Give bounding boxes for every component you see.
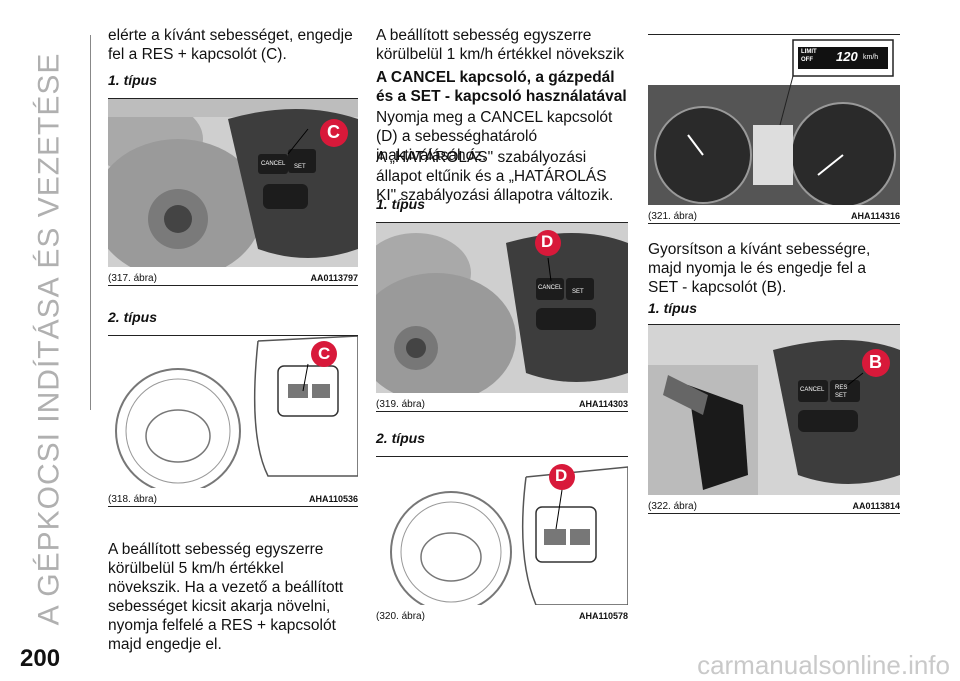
cancel-label: CANCEL: [800, 387, 825, 393]
figure-318: C (318. ábra) AHA110536: [108, 335, 358, 507]
set-label: SET: [294, 164, 306, 170]
figure-321: LIMIT OFF 120 km/h (321. ábra) AHA114316: [648, 34, 900, 224]
paragraph: Nyomja meg a CANCEL kapcsolót (D) a sebe…: [376, 109, 613, 164]
off-label: OFF: [801, 57, 813, 63]
type-heading: 2. típus: [376, 430, 426, 446]
figure-319: D CANCEL SET (319. ábra) AHA114303: [376, 222, 628, 412]
figure-label: (318. ábra): [108, 493, 157, 505]
paragraph: A beállított sebesség egyszerre körülbel…: [376, 27, 625, 63]
type-heading: 2. típus: [108, 309, 158, 325]
page-number: 200: [20, 645, 61, 672]
callout-d: D: [555, 466, 568, 485]
paragraph: A „HATÁROLÁS" szabályozási állapot eltűn…: [376, 149, 614, 204]
set-speed-value: 120: [836, 49, 858, 64]
figure-label: (321. ábra): [648, 210, 697, 222]
steering-wheel-drawing: C: [108, 336, 358, 488]
paragraph: Gyorsítson a kívánt sebességre, majd nyo…: [648, 241, 871, 296]
section-title-text: A GÉPKOCSI INDÍTÁSA ÉS VEZETÉSE: [32, 52, 65, 626]
steering-wheel-drawing: D: [376, 457, 628, 605]
type-heading: 1. típus: [108, 72, 158, 88]
figure-label: (322. ábra): [648, 500, 697, 512]
figure-code: AHA110578: [578, 611, 628, 621]
sidebar-divider: [90, 35, 91, 410]
figure-code: AA0113814: [852, 501, 900, 511]
cancel-label: CANCEL: [261, 161, 286, 167]
type-heading: 1. típus: [376, 196, 426, 212]
instrument-cluster-photo: LIMIT OFF 120 km/h: [648, 35, 900, 205]
callout-b: B: [869, 352, 882, 372]
paragraph: elérte a kívánt sebességet, engedje fel …: [108, 27, 353, 63]
figure-code: AA0113797: [310, 273, 358, 283]
figure-322: B CANCEL RES SET (322. ábra) AA0113814: [648, 324, 900, 514]
figure-code: AHA114303: [578, 399, 628, 409]
paragraph: A beállított sebesség egyszerre körülbel…: [108, 541, 344, 653]
figure-320: D (320. ábra) AHA110578: [376, 456, 628, 623]
callout-c: C: [318, 344, 331, 363]
watermark: carmanualsonline.info: [697, 650, 950, 680]
speed-unit: km/h: [863, 54, 879, 61]
callout-d: D: [541, 232, 554, 251]
figure-label: (319. ábra): [376, 398, 425, 410]
set-label: SET: [835, 393, 847, 399]
res-label: RES: [835, 385, 848, 391]
steering-wheel-photo: C CANCEL SET: [108, 99, 358, 267]
set-label: SET: [572, 289, 584, 295]
steering-wheel-photo: D CANCEL SET: [376, 223, 628, 393]
type-heading: 1. típus: [648, 300, 698, 316]
figure-label: (317. ábra): [108, 272, 157, 284]
figure-code: AHA110536: [308, 494, 358, 504]
callout-c: C: [327, 122, 340, 142]
cancel-label: CANCEL: [538, 285, 563, 291]
steering-wheel-pedal-photo: B CANCEL RES SET: [648, 325, 900, 495]
figure-label: (320. ábra): [376, 610, 425, 622]
section-title-vertical: A GÉPKOCSI INDÍTÁSA ÉS VEZETÉSE: [14, 0, 84, 678]
section-heading: A CANCEL kapcsoló, a gázpedál és a SET -…: [376, 69, 627, 105]
limit-label: LIMIT: [801, 49, 817, 55]
figure-317: C CANCEL SET (317. ábra) AA0113797: [108, 98, 358, 286]
figure-code: AHA114316: [850, 211, 900, 221]
